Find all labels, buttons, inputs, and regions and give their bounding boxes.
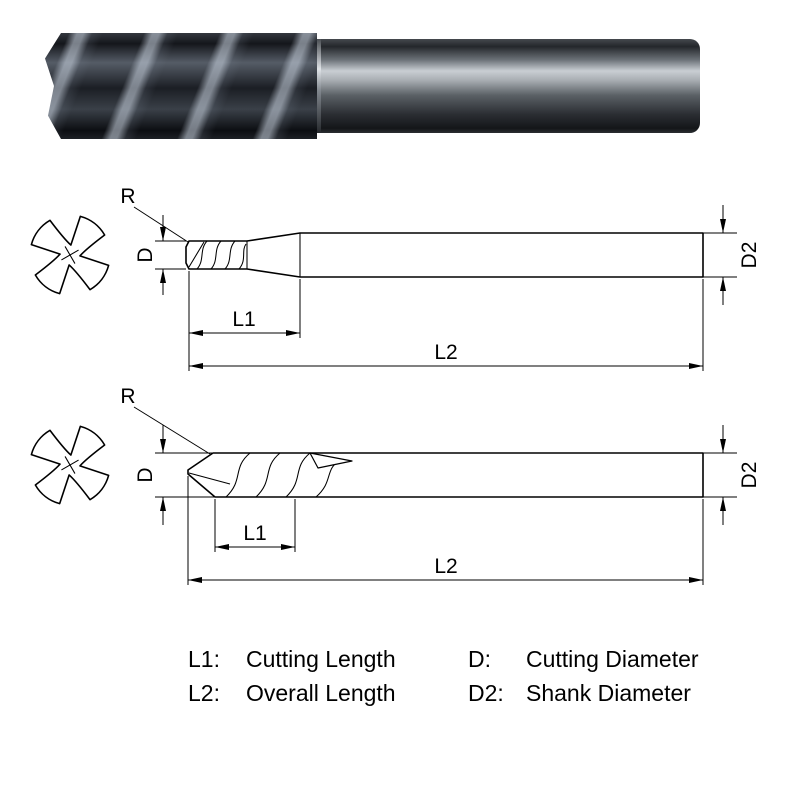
- dim-corner-radius: R: [120, 185, 189, 243]
- cutting-diameter-label: D: [134, 247, 157, 262]
- shank-diameter-label: D2: [738, 462, 761, 489]
- photo-flute-section: [45, 33, 317, 139]
- radius-leader-line: [133, 406, 211, 455]
- legend-meaning: Shank Diameter: [526, 680, 691, 706]
- photo-shank: [317, 39, 700, 133]
- technical-drawings: R D D2 L1: [30, 185, 761, 585]
- overall-length-label: L2: [434, 555, 457, 578]
- extension-lines: [187, 476, 704, 585]
- side-view-outline: [187, 452, 704, 498]
- drawing-standard-endmill: R D D2 L1: [30, 385, 761, 585]
- overall-length-label: L2: [434, 341, 457, 364]
- legend-item-cutting-diameter: D: Cutting Diameter: [468, 646, 768, 673]
- dim-cutting-length: L1: [188, 271, 301, 371]
- dim-cutting-diameter: D: [134, 215, 186, 295]
- drawing-small-diameter-endmill: R D D2 L1: [30, 185, 761, 371]
- end-view-cross-section: [30, 215, 110, 295]
- end-view-center-web: [61, 246, 79, 264]
- cutting-diameter-label: D: [134, 467, 157, 482]
- dim-cutting-diameter: D: [134, 425, 214, 525]
- dim-shank-diameter: D2: [703, 205, 761, 305]
- radius-label: R: [120, 185, 135, 208]
- dim-overall-length: L2: [189, 279, 704, 371]
- legend-meaning: Cutting Length: [246, 646, 396, 672]
- radius-leader-line: [133, 206, 189, 243]
- legend: L1: Cutting Length D: Cutting Diameter L…: [188, 646, 768, 707]
- end-view-cross-section: [30, 425, 110, 505]
- flute-helix-lines: [188, 452, 341, 498]
- legend-item-cutting-length: L1: Cutting Length: [188, 646, 468, 673]
- dim-overall-length: L2: [187, 476, 704, 585]
- dim-shank-diameter: D2: [703, 425, 761, 525]
- end-view-center-web: [61, 456, 79, 474]
- legend-symbol: D:: [468, 646, 491, 672]
- legend-item-overall-length: L2: Overall Length: [188, 680, 468, 707]
- product-photo: [45, 33, 700, 139]
- extension-lines: [188, 271, 301, 371]
- flute-helix-lines: [188, 233, 301, 277]
- dim-corner-radius: R: [120, 385, 211, 455]
- dim-cutting-length: L1: [214, 499, 296, 552]
- legend-symbol: D2:: [468, 680, 504, 706]
- cutting-length-label: L1: [243, 522, 266, 545]
- extension-lines: [155, 240, 186, 270]
- extension-lines: [214, 499, 296, 552]
- flute-runout-wedge: [309, 452, 353, 469]
- extension-lines: [703, 232, 737, 278]
- legend-meaning: Cutting Diameter: [526, 646, 699, 672]
- legend-item-shank-diameter: D2: Shank Diameter: [468, 680, 768, 707]
- radius-label: R: [120, 385, 135, 408]
- legend-symbol: L1:: [188, 646, 220, 672]
- cutting-length-label: L1: [232, 308, 255, 331]
- side-view-outline: [185, 232, 704, 278]
- extension-lines: [703, 452, 737, 498]
- shank-diameter-label: D2: [738, 242, 761, 269]
- legend-meaning: Overall Length: [246, 680, 396, 706]
- legend-symbol: L2:: [188, 680, 220, 706]
